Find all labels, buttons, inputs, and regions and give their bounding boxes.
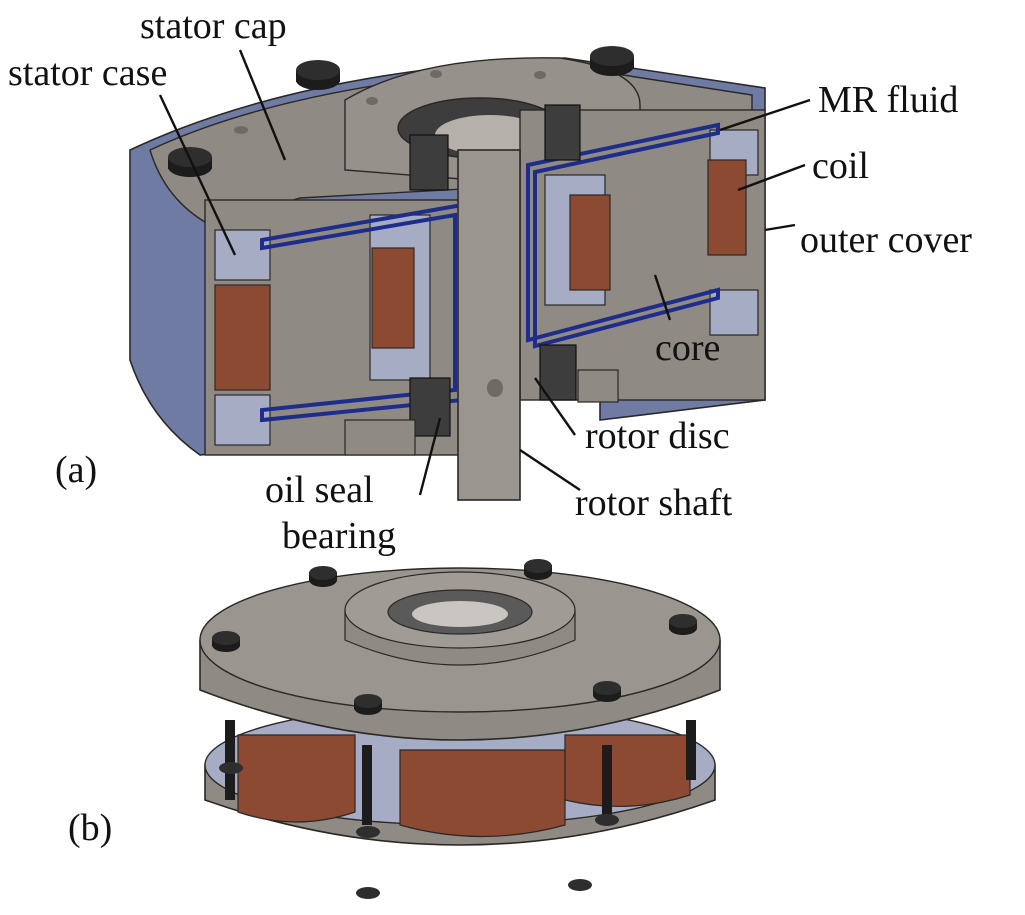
label-core: core — [655, 327, 720, 369]
bolt-head — [356, 826, 380, 838]
label-rotor-shaft: rotor shaft — [575, 482, 733, 524]
cap-hole — [366, 97, 378, 105]
label-rotor-disc: rotor disc — [585, 415, 730, 457]
panel-label-a: (a) — [55, 449, 97, 491]
bolt-head — [590, 46, 634, 76]
cap-hole — [430, 70, 442, 78]
spacer-rod — [686, 720, 696, 780]
label-stator-case: stator case — [8, 52, 167, 94]
label-coil: coil — [812, 145, 869, 187]
label-mr-fluid: MR fluid — [818, 79, 958, 121]
coil-section — [214, 284, 271, 391]
rotor-shaft — [457, 149, 521, 501]
bearing-lower — [539, 344, 577, 401]
label-bearing: bearing — [282, 515, 396, 557]
cap-hole — [534, 71, 546, 79]
oil-seal-ring-inner — [412, 601, 508, 627]
bolt-head — [524, 559, 552, 580]
bolt-head — [593, 681, 621, 702]
coil-section — [371, 247, 415, 349]
panel-label-b: (b) — [68, 807, 112, 849]
leader-outer-cover — [764, 223, 796, 232]
coil-drum — [564, 734, 691, 808]
bolt-head — [568, 879, 592, 891]
bearing-upper — [409, 134, 449, 191]
cap-hole — [234, 126, 248, 134]
leader-stator-case — [158, 94, 237, 256]
label-outer-cover: outer cover — [800, 219, 972, 261]
coil-section — [707, 159, 747, 256]
stator-case-left — [214, 229, 271, 281]
spacer-rod — [362, 745, 372, 825]
spacer-rod — [225, 720, 235, 800]
leader-stator-cap — [238, 49, 287, 161]
coil-drum — [399, 749, 566, 838]
bolt-head — [212, 631, 240, 652]
bolt-head — [309, 566, 337, 587]
assembled-view — [199, 559, 721, 899]
shaft-pin-hole — [487, 379, 503, 397]
leader-mr-fluid — [719, 98, 811, 132]
leader-core — [653, 274, 672, 321]
bottom-lug — [344, 419, 416, 456]
leader-lines — [158, 49, 811, 496]
leader-rotor-disc — [534, 377, 576, 436]
mr-fluid-gap-right — [526, 122, 720, 349]
leader-rotor-shaft — [519, 449, 581, 491]
leader-coil — [737, 163, 806, 192]
bolt-head — [669, 614, 697, 635]
bolt-head — [168, 147, 212, 177]
label-stator-cap: stator cap — [140, 5, 287, 47]
bolt-head — [356, 887, 380, 899]
cutaway-view — [129, 46, 766, 501]
bolt-head — [296, 60, 340, 90]
label-oil-seal: oil seal — [265, 469, 374, 511]
bearing-lower — [409, 377, 451, 437]
bolt-head — [219, 762, 243, 774]
leader-oil-seal — [418, 417, 442, 496]
bearing-upper — [544, 104, 581, 161]
bottom-lug — [577, 369, 619, 403]
coil-section — [569, 194, 611, 291]
bolt-head — [595, 814, 619, 826]
hub-bore-inner — [435, 115, 545, 155]
coil-drum — [237, 734, 356, 823]
spacer-rod — [602, 745, 612, 825]
bolt-head — [354, 694, 382, 715]
